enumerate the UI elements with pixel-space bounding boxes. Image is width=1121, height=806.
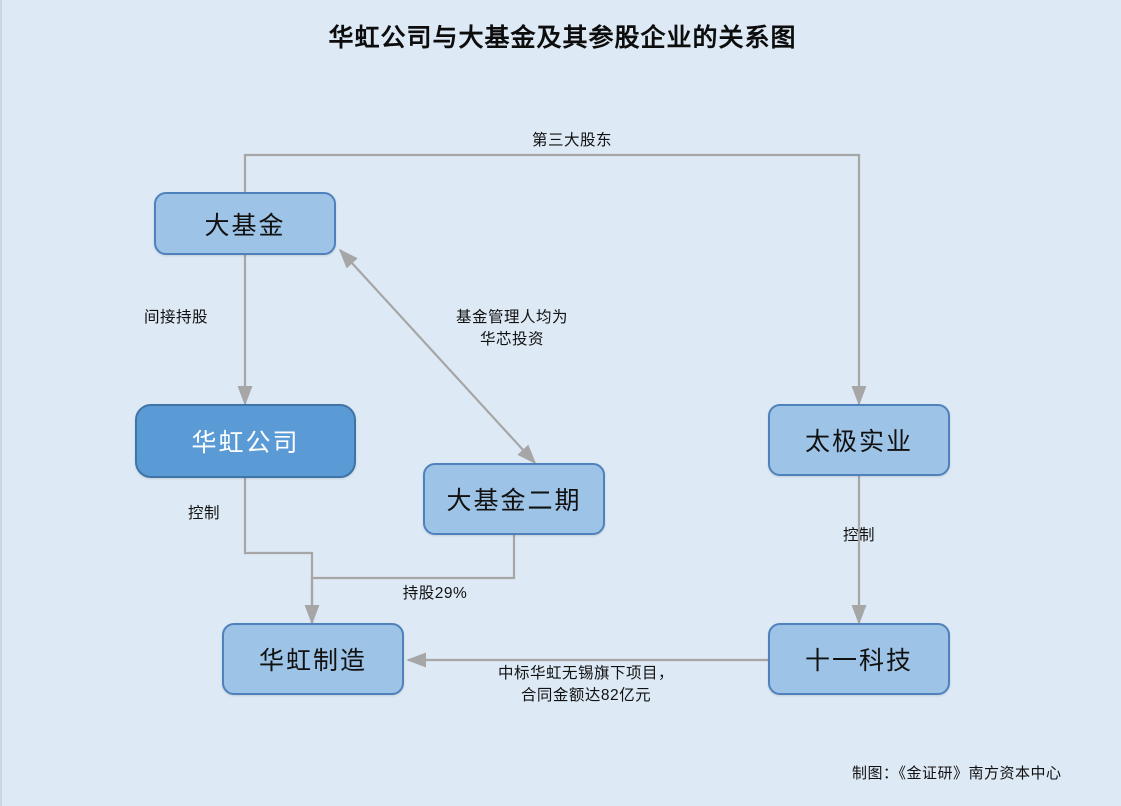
node-label: 大基金 (204, 211, 286, 240)
node-huahong-company[interactable]: 华虹公司 (135, 404, 356, 478)
node-big-fund[interactable]: 大基金 (154, 192, 336, 255)
connector-same-fund-manager (338, 248, 537, 465)
edge-label-control-huahong: 控制 (187, 505, 220, 522)
node-huahong-manufacturing[interactable]: 华虹制造 (222, 623, 404, 695)
credit-footer: 制图：《金证研》南方资本中心 (852, 765, 1062, 782)
edge-label-contract-win: 中标华虹无锡旗下项目， 合同金额达82亿元 (497, 665, 674, 705)
node-label: 十一科技 (804, 647, 913, 675)
connector-third-largest-shareholder (243, 153, 867, 406)
node-label: 华虹制造 (258, 647, 367, 675)
node-eleven-technology[interactable]: 十一科技 (768, 623, 950, 695)
connector-holding-29-percent (310, 535, 516, 623)
node-label: 太极实业 (804, 428, 913, 456)
edge-label-third-largest-shareholder: 第三大股东 (531, 132, 612, 149)
page-title: 华虹公司与大基金及其参股企业的关系图 (328, 24, 797, 52)
connector-control-huahong (243, 478, 320, 625)
edge-label-control-eleven: 控制 (842, 527, 875, 544)
node-label: 大基金二期 (446, 487, 582, 515)
edge-label-holding-29-percent: 持股29% (402, 585, 468, 602)
edge-label-indirect-holding: 间接持股 (143, 309, 208, 326)
edge-label-same-fund-manager: 基金管理人均为 华芯投资 (455, 309, 568, 349)
node-big-fund-phase2[interactable]: 大基金二期 (423, 463, 605, 535)
node-taiji-industry[interactable]: 太极实业 (768, 404, 950, 476)
node-label: 华虹公司 (191, 429, 300, 457)
